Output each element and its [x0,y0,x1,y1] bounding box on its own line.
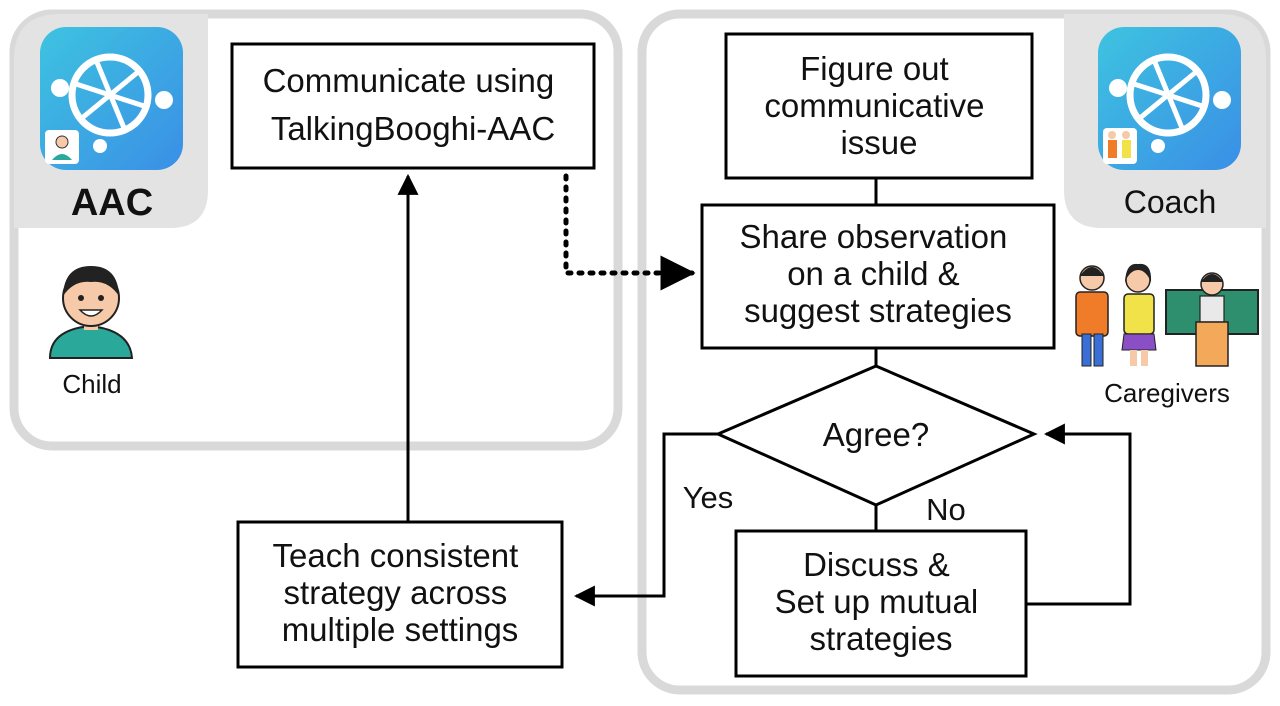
node-text-line: multiple settings [282,611,519,648]
agree-label: Agree? [823,416,929,453]
edge-discuss-to-agree-loop [1026,423,1132,606]
node-text-line: communicative [764,87,984,124]
node-communicate: Communicate using TalkingBooghi-AAC [230,42,596,170]
node-text-line: Discuss & [803,546,950,583]
node-text-line: issue [840,124,917,161]
child-avatar-icon [48,266,134,359]
node-text-line: Teach consistent [273,537,519,574]
node-text-line: suggest strategies [744,292,1012,329]
node-figure-out-issue: Figure out communicative issue [724,32,1034,180]
right-panel-coach: Coach Caregivers [637,9,1271,695]
node-discuss: Discuss & Set up mutual strategies [734,529,1028,678]
svg-text:Discuss & Set up mutual: Discuss & Set up mutual strategies [775,546,988,657]
node-text-line: TalkingBooghi-AAC [271,110,555,147]
node-share-observation: Share observation on a child & suggest s… [700,203,1056,350]
aac-app-label: AAC [71,182,153,224]
node-text-line: Set up mutual [775,583,979,620]
talkingbooghi-aac-app-icon [40,27,183,170]
node-text-line: strategies [809,620,952,657]
connectors [397,173,1132,607]
child-label: Child [62,369,121,399]
node-teach-strategy: Teach consistent strategy across multipl… [236,520,564,669]
talkingbooghi-coach-app-icon [1098,27,1241,170]
caregivers-label: Caregivers [1104,378,1230,408]
node-text-line: strategy across [284,574,508,611]
coach-app-label: Coach [1124,184,1217,220]
edge-label-yes: Yes [683,480,734,515]
edge-agree-yes-to-teach [573,432,718,607]
svg-text:Share observation on a c: Share observation on a child & suggest s… [739,218,1016,329]
svg-text:Figure out communicative: Figure out communicative issue [764,50,993,161]
node-agree-decision: Agree? [714,364,1038,507]
svg-text:Communicate using Talkin: Communicate using TalkingBooghi-AAC [263,62,564,147]
edge-communicate-to-share-dotted [563,173,696,291]
svg-text:Teach consistent strateg: Teach consistent strategy across multipl… [273,537,528,648]
node-text-line: on a child & [787,255,959,292]
caregivers-icon [1075,263,1259,367]
node-text-line: Share observation [739,218,1007,255]
node-text-line: Figure out [800,50,949,87]
node-text-line: Communicate using [263,62,555,99]
edge-label-no: No [926,492,966,527]
